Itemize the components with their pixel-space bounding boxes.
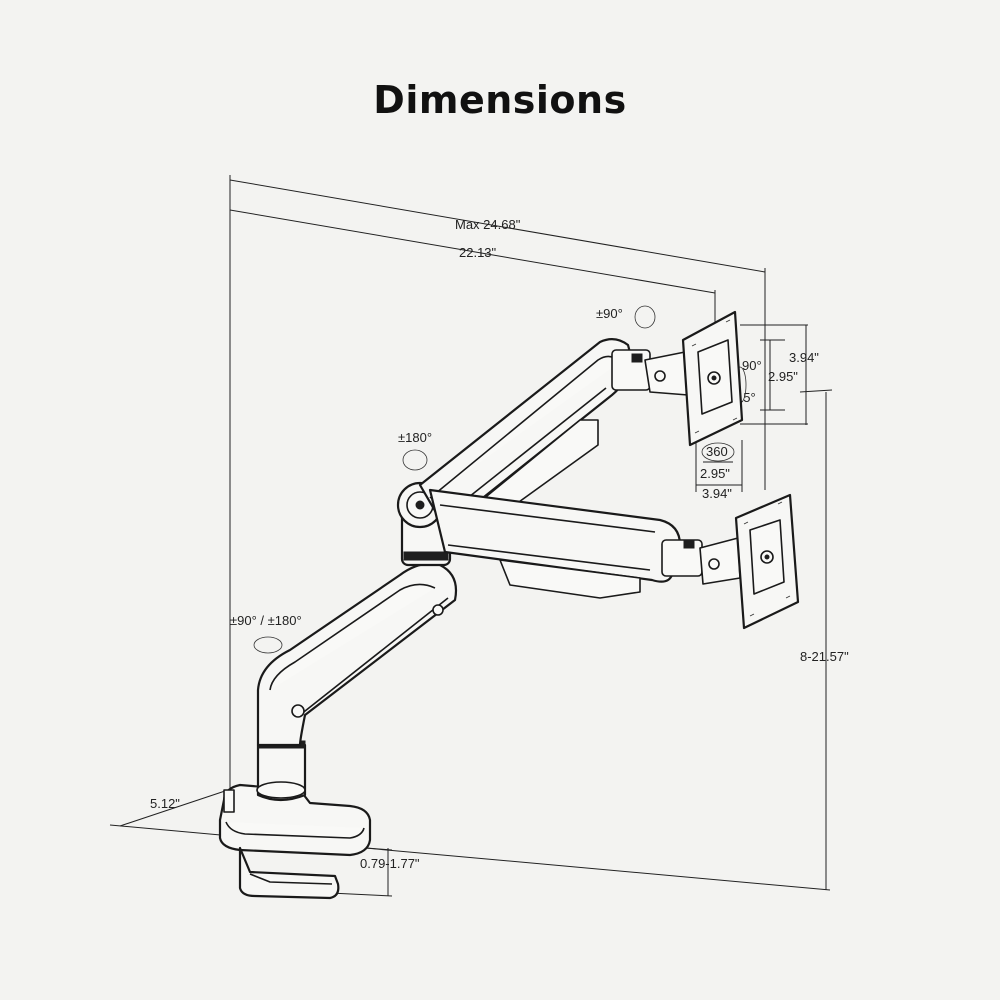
max-reach-label: Max 24.68" bbox=[455, 217, 521, 232]
dimension-lines bbox=[109, 175, 833, 897]
page-title: Dimensions bbox=[373, 78, 627, 122]
rotate-label: 360 bbox=[706, 444, 728, 459]
lower-arm bbox=[256, 562, 458, 747]
vesa-width-outer-label: 3.94" bbox=[702, 486, 732, 501]
elbow-rotation-label: ±180° bbox=[398, 430, 432, 445]
base-rotation-label: ±90° / ±180° bbox=[230, 613, 302, 628]
height-range-label: 8-21.57" bbox=[800, 649, 849, 664]
rotation-labels: ±90° 90° 15° 360 ±180° ±90° / ±180° bbox=[230, 306, 762, 628]
vesa-height-outer-label: 3.94" bbox=[789, 350, 819, 365]
vesa-plate-top bbox=[681, 310, 744, 447]
head-swivel-label: ±90° bbox=[596, 306, 623, 321]
vesa-height-inner-label: 2.95" bbox=[768, 369, 798, 384]
tilt-up-label: 90° bbox=[742, 358, 762, 373]
vesa-width-inner-label: 2.95" bbox=[700, 466, 730, 481]
base-depth-label: 5.12" bbox=[150, 796, 180, 811]
desk-clamp bbox=[218, 783, 372, 900]
upper-arm-bottom bbox=[428, 488, 741, 599]
column bbox=[256, 740, 307, 802]
dimension-labels: Max 24.68" 22.13" 3.94" 2.95" 2.95" 3.94… bbox=[150, 217, 849, 871]
reach-label: 22.13" bbox=[459, 245, 497, 260]
clamp-range-label: 0.79-1.77" bbox=[360, 856, 420, 871]
vesa-plate-bottom bbox=[734, 493, 800, 630]
